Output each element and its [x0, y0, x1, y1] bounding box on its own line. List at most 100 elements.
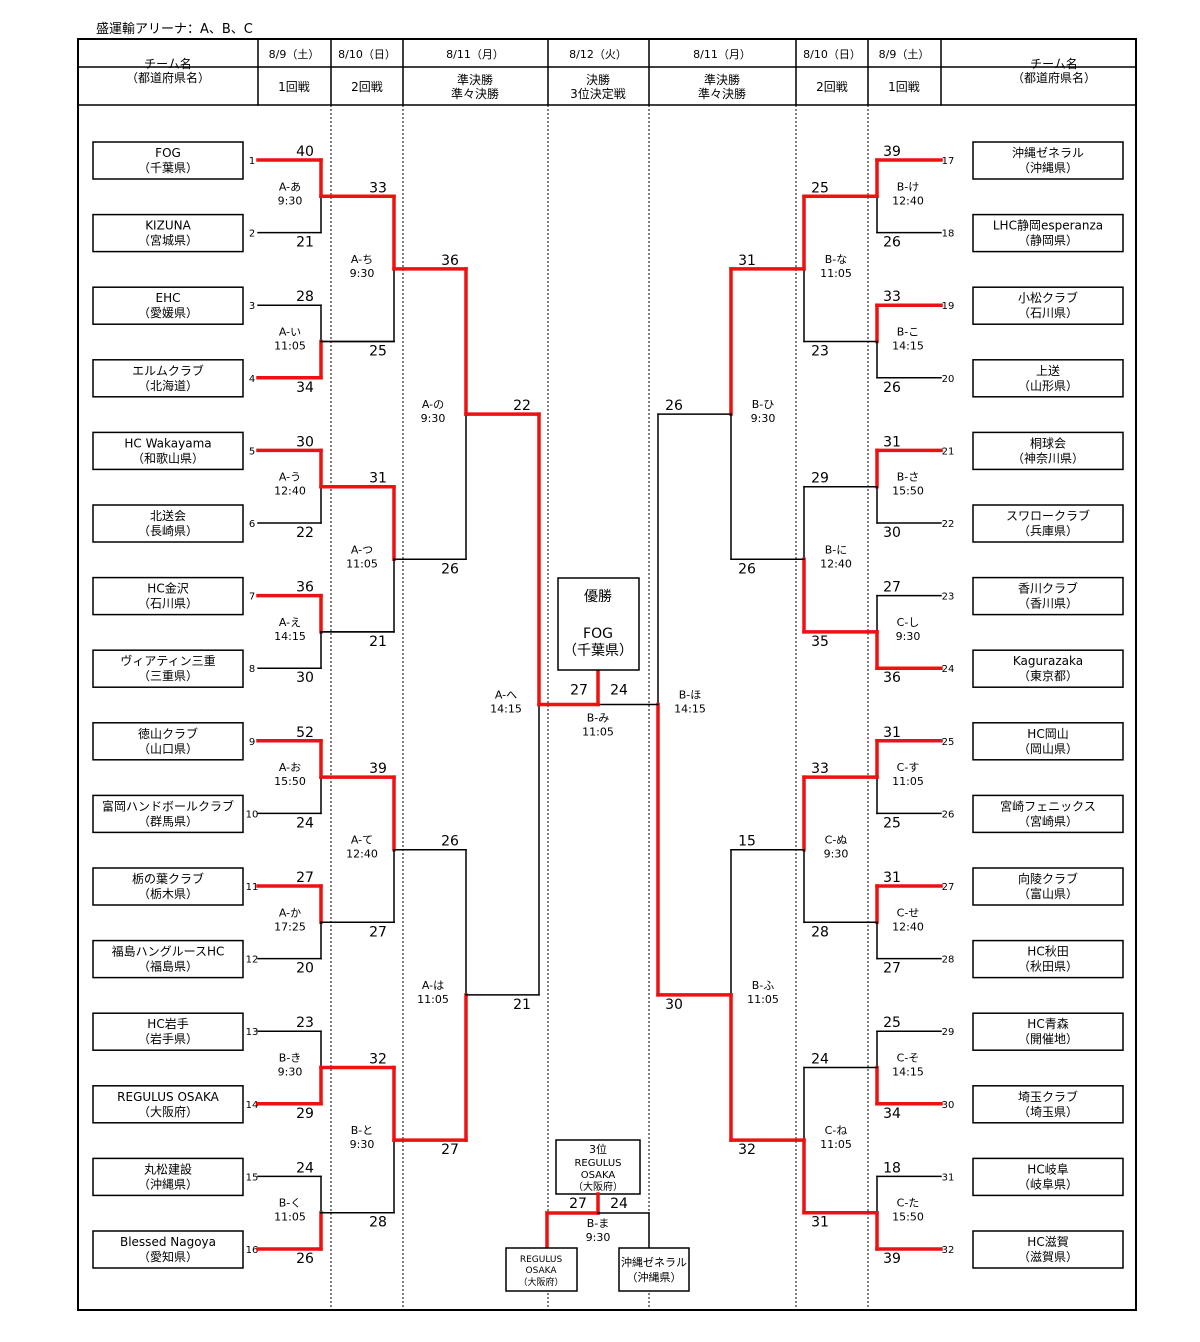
match-score: 30: [296, 670, 314, 686]
header-date: 8/9（土）: [269, 48, 320, 61]
match-label: A-う: [279, 471, 301, 484]
match-label: B-さ: [897, 471, 920, 484]
match-score: 24: [296, 815, 314, 831]
team-box: [972, 1085, 1124, 1124]
team-name: HC岡山: [1027, 727, 1068, 741]
match-label: A-か: [279, 906, 301, 919]
seed-number: 1: [249, 156, 255, 167]
team-prefecture: （愛知県）: [138, 1250, 198, 1264]
team-column-sublabel: （都道府県名）: [126, 70, 210, 85]
team-name: 埼玉クラブ: [1018, 1089, 1078, 1104]
seed-number: 6: [249, 519, 255, 530]
team-name: 桐球会: [1030, 436, 1066, 450]
team-column-label: チーム名: [1030, 56, 1078, 71]
team-box: [972, 867, 1124, 906]
team-name: FOG: [155, 146, 181, 160]
team-prefecture: （三重県）: [138, 669, 198, 683]
seed-number: 28: [942, 955, 955, 966]
match-time: 12:40: [820, 557, 852, 570]
match-time: 11:05: [346, 557, 378, 570]
final-score: 27: [570, 683, 588, 699]
team-prefecture: （埼玉県）: [1018, 1105, 1078, 1119]
team-prefecture: （大阪府）: [138, 1104, 198, 1119]
match-label: A-の: [422, 398, 444, 411]
team-box: [92, 1012, 244, 1051]
team-box: [972, 649, 1124, 688]
team-prefecture: （沖縄県）: [1018, 160, 1078, 175]
match-time: 9:30: [421, 412, 446, 425]
team-box: [92, 213, 244, 253]
seed-number: 27: [942, 882, 955, 893]
match-score: 28: [369, 1215, 387, 1231]
seed-number: 8: [249, 664, 255, 675]
match-label: B-な: [825, 253, 848, 266]
match-time: 9:30: [350, 1138, 375, 1151]
team-box: [92, 867, 244, 906]
team-name: REGULUS: [520, 1255, 563, 1265]
team-prefecture: （岩手県）: [138, 1031, 198, 1046]
team-box: [92, 431, 244, 471]
team-name: OSAKA: [525, 1266, 557, 1276]
match-score: 34: [883, 1106, 901, 1122]
team-name: エルムクラブ: [132, 363, 204, 378]
match-time: 11:05: [274, 1211, 306, 1224]
team-name: Kagurazaka: [1013, 654, 1083, 668]
match-score: 21: [369, 634, 387, 650]
match-score: 22: [296, 525, 314, 541]
team-box: [972, 359, 1124, 398]
match-score: 26: [883, 235, 901, 251]
match-time: 12:40: [892, 194, 924, 207]
round-label: 2回戦: [816, 80, 848, 94]
match-score: 27: [369, 924, 387, 940]
seed-number: 29: [942, 1027, 955, 1038]
champion-title: 優勝: [584, 589, 612, 605]
seed-number: 5: [249, 446, 255, 457]
team-prefecture: （開催地）: [1018, 1032, 1078, 1046]
team-name: 栃の葉クラブ: [132, 871, 204, 886]
team-name: ヴィアティン三重: [120, 653, 215, 668]
match-label: B-き: [279, 1052, 302, 1065]
team-prefecture: （神奈川県）: [1012, 451, 1084, 465]
team-box: [92, 794, 244, 834]
team-prefecture: （沖縄県）: [627, 1270, 682, 1284]
match-time: 12:40: [346, 848, 378, 861]
match-score: 25: [811, 180, 829, 196]
match-score: 39: [883, 144, 901, 160]
header-date: 8/10（日）: [338, 48, 396, 61]
match-label: B-ふ: [752, 979, 775, 992]
seed-number: 4: [249, 374, 255, 385]
match-score: 15: [738, 834, 756, 850]
match-score: 21: [296, 235, 314, 251]
match-score: 26: [738, 561, 756, 577]
match-label: A-お: [279, 761, 301, 774]
seed-number: 25: [942, 737, 955, 748]
match-score: 31: [883, 725, 901, 741]
team-box: [972, 722, 1124, 761]
match-label: C-す: [897, 761, 920, 774]
match-label: B-ひ: [752, 398, 775, 411]
team-prefecture: （群馬県）: [138, 814, 198, 828]
team-name: 上送: [1036, 363, 1060, 378]
team-box: [92, 359, 244, 398]
team-box: [92, 1230, 244, 1269]
team-name: HC青森: [1027, 1016, 1068, 1031]
third-place-prefecture: （大阪府）: [573, 1180, 623, 1193]
team-name: 沖縄ゼネラル: [1012, 145, 1084, 160]
seed-number: 2: [249, 229, 255, 240]
match-score: 27: [883, 961, 901, 977]
seed-number: 17: [942, 156, 955, 167]
round-label: 準決勝: [704, 72, 740, 87]
team-name: 丸松建設: [144, 1161, 192, 1176]
final-score: 24: [610, 683, 628, 699]
seed-number: 31: [942, 1172, 955, 1183]
match-label: B-ほ: [679, 689, 702, 702]
match-score: 27: [296, 870, 314, 886]
seed-number: 16: [246, 1245, 259, 1256]
header-date: 8/12（火）: [569, 48, 627, 61]
match-score: 52: [296, 725, 314, 741]
round-label: 3位決定戦: [570, 86, 626, 101]
match-score: 24: [811, 1052, 829, 1068]
team-name: 小松クラブ: [1018, 290, 1078, 305]
match-time: 9:30: [751, 412, 776, 425]
team-prefecture: （岐阜県）: [1018, 1177, 1078, 1191]
